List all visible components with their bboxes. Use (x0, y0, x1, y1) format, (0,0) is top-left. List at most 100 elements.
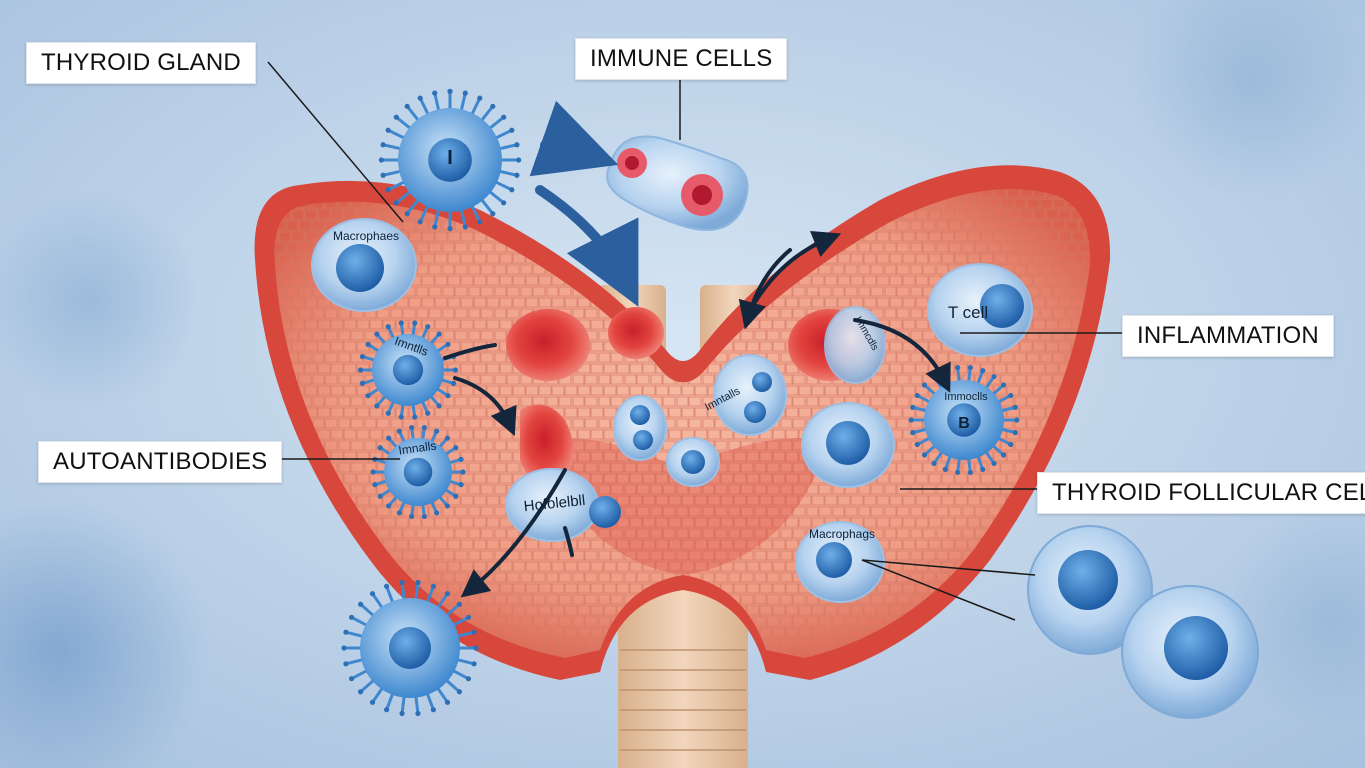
cell-nucleus (404, 458, 433, 487)
cell-spike-tip (374, 403, 379, 408)
t-cell-label-right: T cell (948, 303, 988, 322)
cell-spike-tip (397, 510, 402, 515)
cell-spike-tip (360, 354, 365, 359)
cell-spike-tip (1014, 417, 1019, 422)
cell-spike-tip (915, 393, 920, 398)
t-cell-letter: I (447, 147, 453, 169)
cell-spike-tip (955, 470, 960, 475)
enlarged-immune-cell (1122, 586, 1258, 718)
cell-spike-tip (922, 382, 927, 387)
cell-nucleus (389, 627, 431, 669)
cell-spike-tip (473, 645, 478, 650)
cell-spike-tip (434, 510, 439, 515)
cell-spike-tip (386, 435, 391, 440)
cell-spike-tip (466, 615, 471, 620)
cell-spike-tip (415, 580, 420, 585)
cell-spike-tip (471, 661, 476, 666)
follicular-cell (802, 403, 894, 487)
b-cell-letter: B (958, 415, 970, 432)
cell-spike-tip (399, 580, 404, 585)
red-blood-cell (608, 307, 664, 359)
cell-spike-tip (514, 142, 519, 147)
cell-spike-tip (399, 414, 404, 419)
cell-spike-tip (384, 584, 389, 589)
cell-spike-tip (453, 445, 458, 450)
cell-spike-tip (394, 200, 399, 205)
cell-spike-tip (394, 115, 399, 120)
cell-spike-tip (453, 367, 458, 372)
cell-spike-tip (431, 707, 436, 712)
cell-spike-tip (425, 324, 430, 329)
cell-spike-tip (980, 368, 985, 373)
b-cell-caption: Immoclls (944, 391, 988, 403)
cell-spike-tip (490, 211, 495, 216)
cell-spike-tip (915, 442, 920, 447)
cell-spike-tip (1001, 382, 1006, 387)
cell-spike-tip (380, 173, 385, 178)
cell-spike-tip (374, 331, 379, 336)
cell-spike-tip (349, 676, 354, 681)
cell-spike-tip (412, 320, 417, 325)
cell-spike-tip (445, 342, 450, 347)
cell-spike-tip (399, 320, 404, 325)
cell-spike-tip (1001, 452, 1006, 457)
cell-spike-tip (991, 374, 996, 379)
cell-spike-tip (943, 467, 948, 472)
cell-spike-tip (909, 417, 914, 422)
macrophages-label-right: Macrophags (809, 527, 875, 541)
cell-spike-tip (422, 514, 427, 519)
cell-spike-tip (386, 324, 391, 329)
cell-spike-tip (418, 219, 423, 224)
cell-spike-tip (425, 411, 430, 416)
cell-spike-tip (365, 393, 370, 398)
cell-spike-tip (968, 470, 973, 475)
cell-spike-tip (463, 90, 468, 95)
cell-spike-tip (409, 514, 414, 519)
cell-spike-tip (490, 104, 495, 109)
cell-spike-tip (445, 700, 450, 705)
cell-spike-tip (378, 445, 383, 450)
cell-spike-tip (501, 200, 506, 205)
cell-spike-tip (418, 96, 423, 101)
cell-spike-tip (405, 211, 410, 216)
cell-spike-tip (370, 700, 375, 705)
cell-spike-tip (371, 469, 376, 474)
cell-spike-tip (910, 430, 915, 435)
cell-spike-tip (447, 89, 452, 94)
cell-spike-tip (955, 365, 960, 370)
cell-spike-tip (1008, 393, 1013, 398)
cell-spike-tip (365, 342, 370, 347)
cell-spike-tip (451, 381, 456, 386)
cell-spike-tip (434, 429, 439, 434)
cell-spike-tip (380, 142, 385, 147)
cell-spike-tip (460, 469, 465, 474)
cell-spike-tip (509, 187, 514, 192)
cell-spike-tip (412, 414, 417, 419)
cell-spike-tip (360, 381, 365, 386)
cell-spike-tip (386, 503, 391, 508)
cell-spike-tip (445, 591, 450, 596)
cell-spike-tip (445, 393, 450, 398)
cell-spike-tip (477, 219, 482, 224)
cell-spike-tip (1008, 442, 1013, 447)
cell-spike-tip (343, 630, 348, 635)
cell-spike-tip (384, 707, 389, 712)
cell-spike-tip (422, 425, 427, 430)
cell-spike-tip (457, 689, 462, 694)
cell-spike-tip (341, 645, 346, 650)
cell-spike-tip (991, 461, 996, 466)
cell-spike-tip (358, 689, 363, 694)
callout-thyroid-follicular-cells: THYROID FOLLICULAR CELLS (1037, 472, 1365, 514)
cell-spike-tip (447, 226, 452, 231)
macrophages-label-left: Macrophaes (333, 229, 399, 243)
cell-spike-tip (432, 90, 437, 95)
cell-spike-tip (1013, 405, 1018, 410)
cell-spike-tip (477, 96, 482, 101)
cell-spike-tip (471, 630, 476, 635)
cell-spike-tip (943, 368, 948, 373)
cell-spike-tip (931, 461, 936, 466)
cell-spike-tip (397, 429, 402, 434)
cell-spike-tip (980, 467, 985, 472)
cell-spike-tip (501, 115, 506, 120)
red-blood-cell (506, 309, 590, 381)
